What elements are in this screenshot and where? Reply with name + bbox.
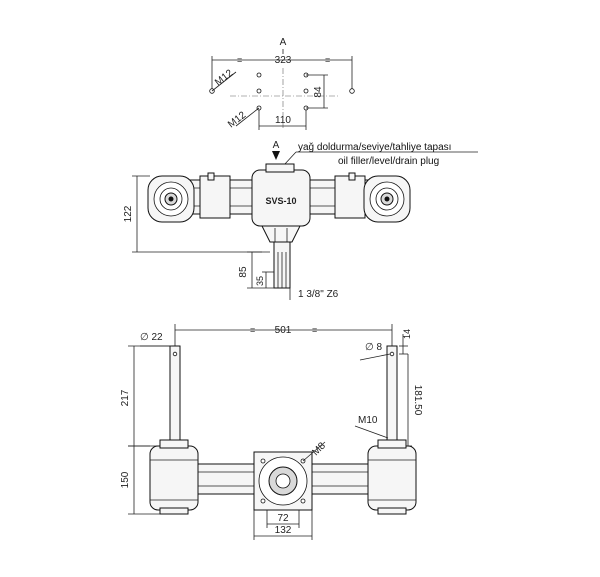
dim-181-text: 181.50 bbox=[412, 385, 423, 416]
mount-hole bbox=[256, 88, 262, 94]
svg-text:=: = bbox=[237, 55, 242, 65]
spline-spec: 1 3/8" Z6 bbox=[298, 289, 339, 300]
mount-hole bbox=[303, 88, 309, 94]
brand-label: SVS-10 bbox=[265, 196, 296, 206]
leader-m12-upper bbox=[211, 71, 237, 92]
right-output-shaft bbox=[386, 345, 398, 447]
dia-22-text: ∅ 22 bbox=[140, 332, 163, 343]
dim-122-text: 122 bbox=[123, 205, 134, 222]
top-view-hole-pattern: A = = 323 M12 M12 84 110 bbox=[209, 37, 355, 130]
dim-14-text: 14 bbox=[402, 329, 412, 339]
right-connecting-tube bbox=[311, 463, 369, 495]
oil-note-en: oil filler/level/drain plug bbox=[338, 156, 439, 167]
dim-84-text: 84 bbox=[313, 86, 324, 98]
dim-150-text: 150 bbox=[120, 471, 131, 488]
dia-8-text: ∅ 8 bbox=[365, 342, 382, 353]
oil-plug-leader bbox=[283, 151, 297, 166]
view-a-top-label: A bbox=[280, 37, 287, 48]
oil-note-tr: yağ doldurma/seviye/tahliye tapası bbox=[298, 142, 451, 153]
side-view: A yağ doldurma/seviye/tahliye tapası oil… bbox=[123, 140, 478, 300]
svg-text:=: = bbox=[312, 325, 317, 335]
view-a-side-label: A bbox=[273, 140, 280, 151]
dim-85-text: 85 bbox=[238, 266, 249, 278]
dim-72-text: 72 bbox=[277, 513, 289, 524]
view-a-side-arrow bbox=[272, 151, 280, 160]
thread-m8-text: M8 bbox=[310, 440, 328, 458]
dim-35-text: 35 bbox=[255, 276, 265, 286]
dim-501-text: 501 bbox=[275, 325, 292, 336]
mount-hole bbox=[349, 88, 355, 94]
dim-217-text: 217 bbox=[120, 389, 131, 406]
left-output-shaft bbox=[169, 345, 181, 447]
svg-text:=: = bbox=[250, 325, 255, 335]
thread-m12-lower: M12 bbox=[226, 109, 248, 130]
thread-m12-upper: M12 bbox=[213, 67, 235, 88]
left-connecting-tube bbox=[197, 463, 255, 495]
front-view: = = 501 ∅ 22 ∅ 8 14 217 181.50 M10 bbox=[120, 324, 423, 540]
dim-110-text: 110 bbox=[275, 115, 291, 126]
mount-hole bbox=[256, 72, 262, 78]
leader-m12-lower bbox=[235, 107, 260, 127]
svg-text:=: = bbox=[325, 55, 330, 65]
dim-132-text: 132 bbox=[275, 525, 292, 536]
dim-323-text: 323 bbox=[275, 55, 292, 66]
thread-m10-text: M10 bbox=[358, 415, 378, 426]
